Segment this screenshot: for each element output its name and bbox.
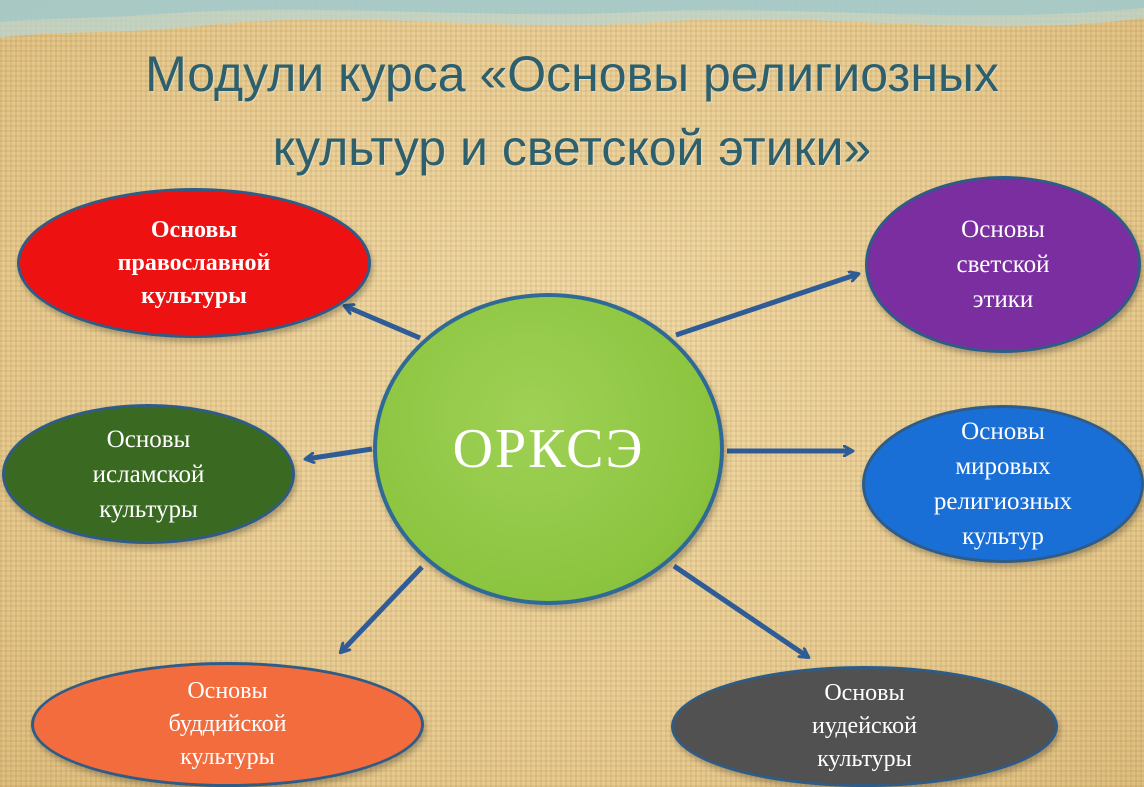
arrow-to-jewish — [672, 563, 808, 660]
arrow-to-islamic — [306, 446, 373, 459]
arrow-to-orthodox — [345, 306, 421, 341]
module-jewish-line-3: культуры — [817, 746, 912, 772]
module-world-line-2: мировых — [955, 453, 1051, 480]
center-label: ОРКСЭ — [452, 418, 645, 480]
module-orthodox-line-1: Основы — [150, 216, 238, 243]
module-islamic-line-2: исламской — [92, 460, 205, 488]
module-buddhist-line-1: Основы — [187, 678, 268, 704]
arrow-to-secular — [675, 274, 858, 338]
module-buddhist: Основы буддийской культуры — [31, 662, 424, 787]
module-islamic-line-1: Основы — [106, 425, 191, 453]
module-buddhist-line-2: буддийской — [168, 711, 287, 737]
module-world-line-4: культур — [962, 523, 1044, 550]
module-world-religions: Основы мировых религиозных культур — [862, 405, 1144, 563]
top-wave-decoration — [0, 0, 1144, 38]
module-islamic-line-3: культуры — [99, 495, 198, 523]
module-jewish-line-2: иудейской — [812, 713, 917, 739]
arrow-to-buddhist — [341, 565, 424, 652]
title-line-1: Модули курса «Основы религиозных — [145, 46, 999, 102]
module-world-line-1: Основы — [961, 418, 1045, 445]
module-orthodox-line-3: культуры — [141, 282, 247, 309]
module-islamic: Основы исламской культуры — [2, 404, 295, 544]
module-secular-line-2: светской — [956, 251, 1050, 278]
module-jewish: Основы иудейской культуры — [671, 666, 1058, 787]
module-orthodox-line-2: православной — [117, 249, 271, 276]
module-secular: Основы светской этики — [865, 176, 1141, 353]
module-jewish-line-1: Основы — [824, 680, 905, 706]
module-buddhist-line-3: культуры — [180, 744, 275, 770]
title-line-2: культур и светской этики» — [272, 120, 872, 176]
center-node-orkse: ОРКСЭ — [373, 293, 724, 605]
module-secular-line-3: этики — [972, 286, 1034, 313]
module-secular-line-1: Основы — [961, 216, 1045, 243]
module-orthodox: Основы православной культуры — [17, 188, 371, 338]
module-world-line-3: религиозных — [933, 488, 1073, 515]
